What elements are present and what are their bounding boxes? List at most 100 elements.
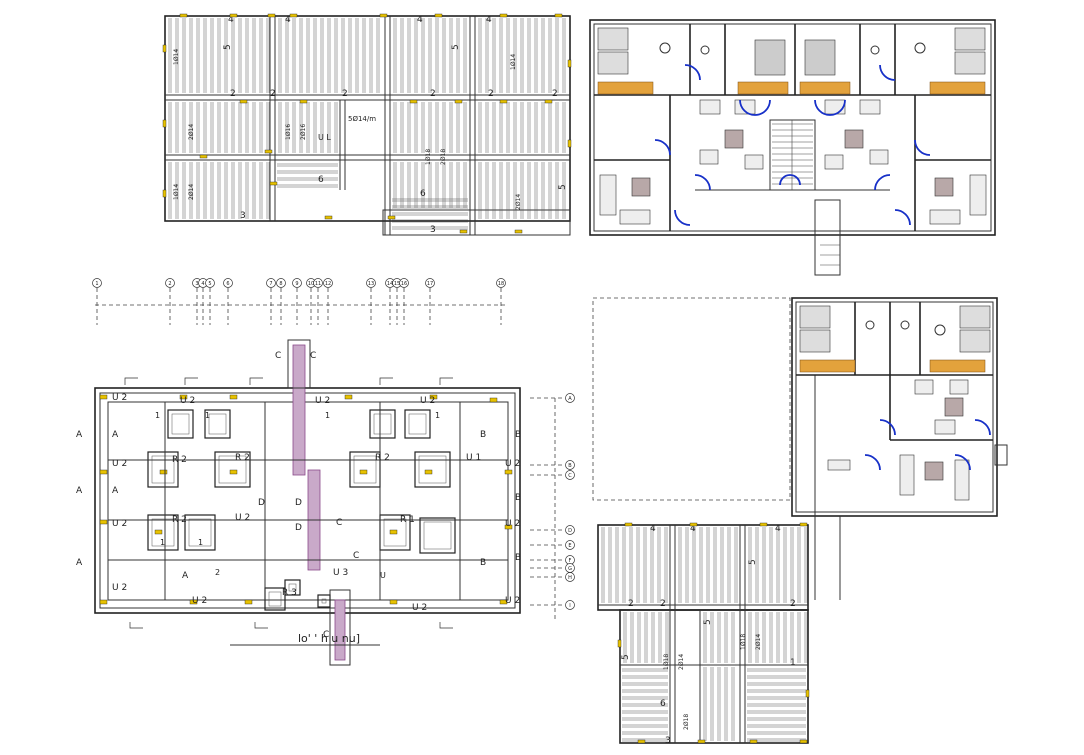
bed-icon bbox=[799, 305, 991, 353]
panel-mark: 2 bbox=[430, 89, 436, 99]
axis-bubble-label: H bbox=[568, 575, 572, 581]
footing-mark: 1 bbox=[205, 411, 210, 420]
footing-label: R 2 bbox=[375, 453, 390, 463]
beam-label: U 2 bbox=[192, 596, 207, 606]
column-marker bbox=[359, 469, 368, 475]
panel-mark: 2 bbox=[790, 599, 796, 609]
footing bbox=[147, 451, 179, 488]
section-mark: B bbox=[515, 553, 521, 563]
footing-mark: 1 bbox=[325, 411, 330, 420]
rebar-label: 5 bbox=[621, 654, 631, 660]
section-mark: B bbox=[515, 430, 521, 440]
column-marker bbox=[99, 519, 108, 525]
section-mark: C bbox=[336, 518, 342, 528]
panel-mark: 2 bbox=[270, 89, 276, 99]
axis-bubble-label: I bbox=[569, 603, 570, 609]
footing-pad bbox=[418, 455, 447, 484]
drawing-caption: lo' ' h u nu] bbox=[298, 632, 360, 645]
beam-label: U 2 bbox=[412, 603, 427, 613]
footing-mark: U bbox=[380, 571, 386, 580]
column-marker bbox=[179, 394, 188, 400]
section-mark: A bbox=[112, 430, 119, 440]
floor-plan-bottom-right bbox=[592, 297, 1008, 600]
axis-bubble-label: E bbox=[568, 543, 571, 549]
column-marker bbox=[387, 215, 396, 220]
rebar-label: 1Ø14 bbox=[510, 54, 517, 70]
footing-pad bbox=[171, 413, 190, 435]
footing-pad bbox=[321, 598, 327, 604]
sofa-set-icon bbox=[599, 99, 987, 225]
footing bbox=[204, 409, 231, 439]
panel-mark: 2 bbox=[488, 89, 494, 99]
panel-mark: 2 bbox=[660, 599, 666, 609]
kitchen-counter bbox=[799, 359, 856, 373]
column-marker bbox=[264, 149, 273, 154]
grid-bubble-label: 17 bbox=[427, 281, 433, 287]
footing-mark: 1 bbox=[160, 538, 165, 547]
beam-label: U 2 bbox=[180, 396, 195, 406]
section-mark: B bbox=[480, 558, 486, 568]
column-marker bbox=[624, 522, 633, 527]
kitchen-counter bbox=[929, 81, 986, 95]
column-marker bbox=[299, 99, 308, 104]
beam-label: U 2 bbox=[112, 459, 127, 469]
grid-bubble-label: 7 bbox=[269, 281, 272, 287]
footing-pad bbox=[423, 521, 452, 550]
span-label: 4 bbox=[417, 15, 423, 25]
panel-mark: 2 bbox=[552, 89, 558, 99]
beam-label: U 2 bbox=[112, 583, 127, 593]
rebar-label: 2Ø14 bbox=[678, 654, 685, 670]
beam-label: U 1 bbox=[466, 453, 481, 463]
column-marker bbox=[799, 522, 808, 527]
panel-mark: 2 bbox=[628, 599, 634, 609]
rebar-label: 2Ø14 bbox=[188, 184, 195, 200]
section-mark: A bbox=[76, 430, 83, 440]
rebar-label: 1Ø16 bbox=[285, 124, 292, 140]
footing-mark: 1 bbox=[435, 411, 440, 420]
kitchen-counter bbox=[799, 81, 851, 95]
column-marker bbox=[499, 99, 508, 104]
section-mark: D bbox=[295, 498, 302, 508]
beam-label: U 2 bbox=[505, 596, 520, 606]
column-marker bbox=[637, 739, 646, 744]
beam-label: U 2 bbox=[235, 513, 250, 523]
panel-mark: 1 bbox=[790, 658, 796, 668]
footing bbox=[167, 409, 194, 439]
rebar-label: 1Ø18 bbox=[425, 149, 432, 165]
axis-bubble bbox=[565, 540, 575, 550]
axis-bubble-label: D bbox=[568, 528, 572, 534]
footing-pad bbox=[408, 413, 427, 435]
footing-label: R 2 bbox=[235, 453, 250, 463]
section-mark: B bbox=[480, 430, 486, 440]
beam-label: U 3 bbox=[333, 568, 348, 578]
rebar-label: 2Ø18 bbox=[440, 149, 447, 165]
column-marker bbox=[199, 154, 208, 159]
column-marker bbox=[554, 13, 563, 18]
column-marker bbox=[324, 215, 333, 220]
grid-bubble bbox=[205, 278, 215, 288]
panel-mark: 3 bbox=[430, 225, 436, 235]
grid-bubble bbox=[223, 278, 233, 288]
column-marker bbox=[99, 599, 108, 605]
column-marker bbox=[504, 524, 513, 530]
column-marker bbox=[454, 99, 463, 104]
footing-mark: 2 bbox=[215, 568, 220, 577]
footing-pad bbox=[383, 518, 407, 547]
footing-pad bbox=[268, 591, 282, 607]
stove-icon bbox=[827, 459, 851, 471]
grid-bubble-label: 8 bbox=[279, 281, 282, 287]
axis-bubble bbox=[565, 393, 575, 403]
axis-bubble-label: G bbox=[568, 566, 572, 572]
column-marker bbox=[799, 739, 808, 744]
column-marker bbox=[389, 529, 398, 535]
rebar-label: 1Ø18 bbox=[740, 634, 747, 650]
footing-pad bbox=[151, 518, 175, 547]
footing bbox=[214, 451, 251, 488]
footing bbox=[414, 451, 451, 488]
column-marker bbox=[514, 229, 523, 234]
column-marker bbox=[244, 599, 253, 605]
column-marker bbox=[689, 522, 698, 527]
footing bbox=[184, 514, 216, 551]
